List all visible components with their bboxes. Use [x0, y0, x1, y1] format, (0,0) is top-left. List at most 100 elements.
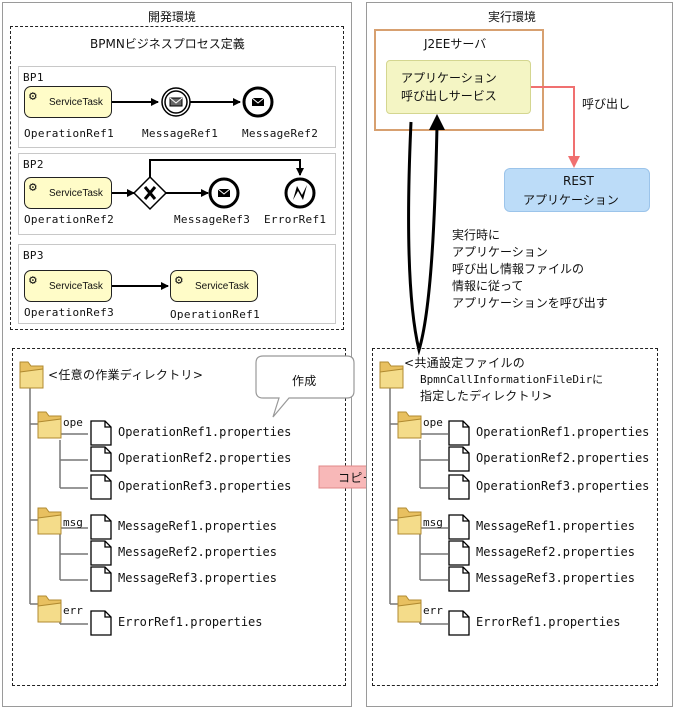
- bp3-operation-ref-2: OperationRef1: [170, 308, 260, 321]
- bp1-message-end-event: [242, 86, 274, 118]
- bp1-message-event-1: [161, 87, 191, 117]
- file-icon: [90, 514, 112, 540]
- file-name: MessageRef2.properties: [476, 545, 635, 559]
- run-env-panel: [366, 2, 673, 707]
- file-name: OperationRef2.properties: [118, 451, 292, 465]
- bp2-error-ref: ErrorRef1: [264, 213, 327, 226]
- rest-application[interactable]: REST アプリケーション: [504, 168, 650, 212]
- file-name: MessageRef3.properties: [118, 571, 277, 585]
- j2ee-server-label: J2EEサーバ: [424, 37, 487, 51]
- file-name: OperationRef2.properties: [476, 451, 650, 465]
- file-item[interactable]: MessageRef2.properties: [90, 540, 277, 569]
- bp2-operation-ref: OperationRef2: [24, 213, 114, 226]
- file-item[interactable]: OperationRef1.properties: [448, 420, 649, 449]
- runtime-loop-arrow: [407, 114, 445, 356]
- work-dir-box: [12, 348, 346, 686]
- work-dir-tree: [19, 361, 88, 625]
- bp3-label: BP3: [23, 249, 44, 262]
- bpmn-definition-box: [10, 26, 344, 330]
- file-item[interactable]: OperationRef2.properties: [448, 446, 649, 475]
- folder-icon: [37, 411, 62, 439]
- rest-line1: REST: [563, 174, 594, 188]
- gear-icon: ⚙: [29, 180, 37, 195]
- note-line: アプリケーション: [452, 245, 548, 259]
- file-item[interactable]: MessageRef2.properties: [448, 540, 635, 569]
- file-icon: [448, 540, 470, 566]
- service-line1: アプリケーション: [401, 71, 497, 85]
- dev-env-title: 開発環境: [148, 10, 197, 24]
- file-icon: [90, 474, 112, 500]
- run-dir-label-1: <共通設定ファイルの: [404, 356, 526, 370]
- file-name: ErrorRef1.properties: [476, 615, 621, 629]
- bp2-error-end-event: [284, 177, 316, 209]
- folder-icon: [397, 411, 422, 439]
- folder-icon: [19, 361, 44, 389]
- bp1-message-ref2: MessageRef2: [242, 127, 319, 140]
- bp2-exclusive-gateway: [132, 175, 168, 211]
- folder-ope[interactable]: ope: [423, 416, 443, 429]
- file-icon: [90, 420, 112, 446]
- file-item[interactable]: OperationRef3.properties: [448, 474, 649, 503]
- run-dir-box: [372, 348, 658, 686]
- file-item[interactable]: MessageRef3.properties: [90, 566, 277, 595]
- file-name: MessageRef3.properties: [476, 571, 635, 585]
- file-icon: [448, 514, 470, 540]
- file-name: MessageRef1.properties: [118, 519, 277, 533]
- bp3-service-task-1[interactable]: ⚙ ServiceTask: [24, 270, 112, 302]
- app-call-service[interactable]: アプリケーション 呼び出しサービス: [386, 60, 531, 114]
- file-name: OperationRef3.properties: [476, 479, 650, 493]
- file-name: OperationRef1.properties: [118, 425, 292, 439]
- folder-err[interactable]: err: [423, 604, 443, 617]
- bp1-service-task[interactable]: ⚙ ServiceTask: [24, 86, 112, 118]
- folder-ope[interactable]: ope: [63, 416, 83, 429]
- note-line: 実行時に: [452, 228, 501, 242]
- file-icon: [448, 610, 470, 636]
- file-item[interactable]: OperationRef1.properties: [90, 420, 291, 449]
- task-name: ServiceTask: [49, 188, 103, 199]
- bp2-service-task[interactable]: ⚙ ServiceTask: [24, 177, 112, 209]
- bp1-label: BP1: [23, 71, 44, 84]
- file-icon: [90, 446, 112, 472]
- callout-text: 作成: [292, 374, 317, 388]
- bp3-service-task-2[interactable]: ⚙ ServiceTask: [170, 270, 258, 302]
- task-name: ServiceTask: [49, 281, 103, 292]
- file-icon: [90, 540, 112, 566]
- bp2-message-ref: MessageRef3: [174, 213, 251, 226]
- note-line: アプリケーションを呼び出す: [452, 296, 608, 310]
- bp1-message-ref1: MessageRef1: [142, 127, 219, 140]
- j2ee-server-box: [374, 29, 544, 131]
- file-icon: [448, 446, 470, 472]
- rest-line2: アプリケーション: [523, 193, 619, 207]
- file-icon: [90, 610, 112, 636]
- folder-err[interactable]: err: [63, 604, 83, 617]
- folder-msg[interactable]: msg: [63, 516, 83, 529]
- file-item[interactable]: OperationRef3.properties: [90, 474, 291, 503]
- file-item[interactable]: MessageRef1.properties: [90, 514, 277, 543]
- bp1-box: [18, 66, 336, 148]
- file-item[interactable]: MessageRef1.properties: [448, 514, 635, 543]
- file-item[interactable]: OperationRef2.properties: [90, 446, 291, 475]
- bp2-message-end-event: [208, 177, 240, 209]
- file-name: MessageRef1.properties: [476, 519, 635, 533]
- gear-icon: ⚙: [29, 273, 37, 288]
- bpmn-flows: [112, 86, 316, 290]
- file-name: OperationRef1.properties: [476, 425, 650, 439]
- run-dir-label-2: BpmnCallInformationFileDirに: [420, 373, 604, 386]
- file-name: ErrorRef1.properties: [118, 615, 263, 629]
- file-item[interactable]: MessageRef3.properties: [448, 566, 635, 595]
- bp1-operation-ref: OperationRef1: [24, 127, 114, 140]
- task-name: ServiceTask: [49, 97, 103, 108]
- file-item[interactable]: ErrorRef1.properties: [90, 610, 263, 639]
- folder-icon: [397, 595, 422, 623]
- copy-label: コピー: [338, 471, 375, 485]
- folder-icon: [37, 507, 62, 535]
- file-item[interactable]: ErrorRef1.properties: [448, 610, 621, 639]
- bpmn-definition-title: BPMNビジネスプロセス定義: [90, 37, 245, 51]
- callout-bubble: [255, 355, 355, 418]
- task-name: ServiceTask: [195, 281, 249, 292]
- gear-icon: ⚙: [29, 89, 37, 104]
- folder-msg[interactable]: msg: [423, 516, 443, 529]
- run-dir-label-3: 指定したディレクトリ>: [420, 389, 553, 403]
- folder-icon: [397, 507, 422, 535]
- file-name: MessageRef2.properties: [118, 545, 277, 559]
